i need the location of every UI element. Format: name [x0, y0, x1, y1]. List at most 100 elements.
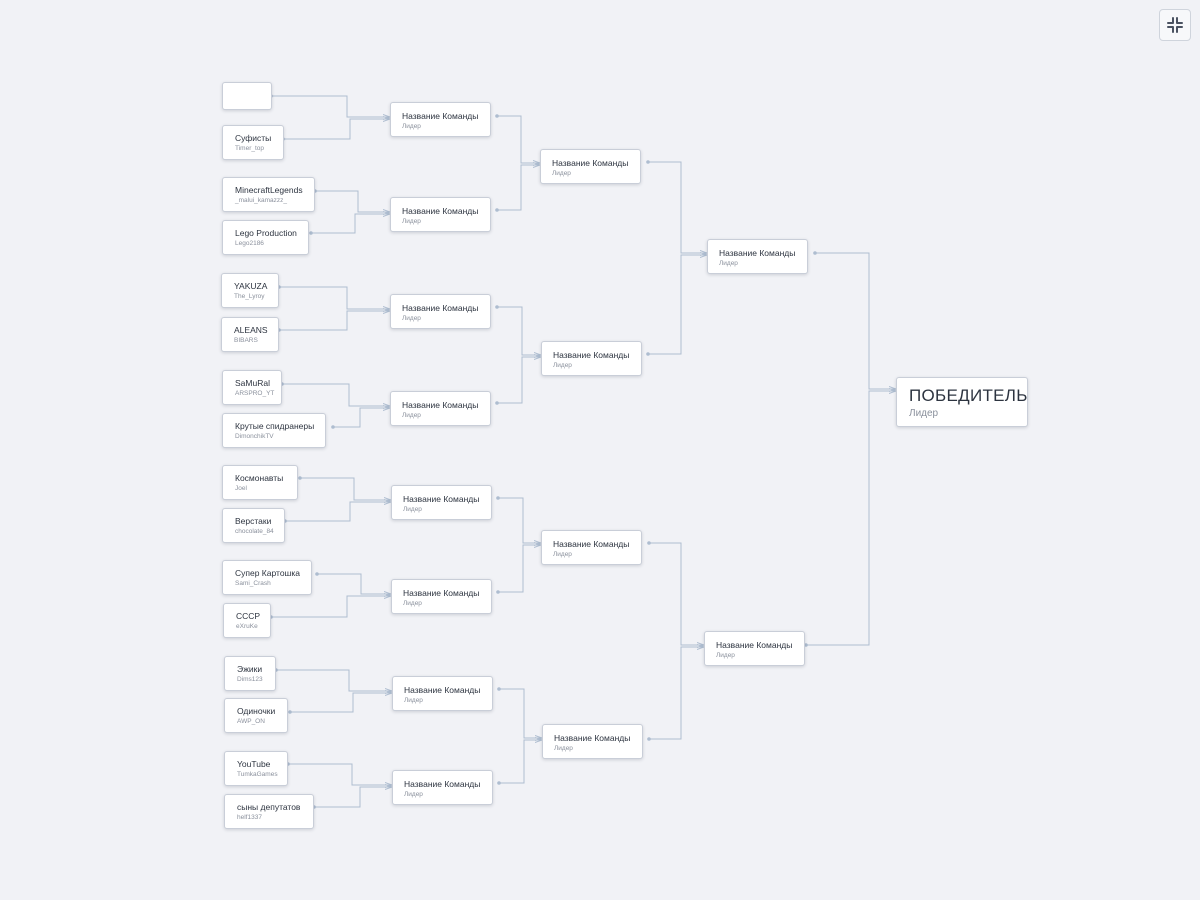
match-team-leader: Лидер: [554, 745, 573, 752]
match-card[interactable]: Название Команды Лидер: [390, 294, 491, 329]
team-card[interactable]: СССР eXruKe: [223, 603, 271, 638]
bracket-connector: [649, 647, 704, 740]
match-team-leader: Лидер: [404, 697, 423, 704]
bracket-connector: [648, 161, 707, 253]
bracket-connector: [499, 740, 542, 784]
team-card[interactable]: SaMuRal ARSPRO_YT: [222, 370, 282, 405]
team-card[interactable]: ALEANS BIBARS: [221, 317, 279, 352]
team-card[interactable]: YAKUZA The_Lyroy: [221, 273, 279, 308]
bracket-connector: [300, 477, 391, 500]
match-team-name: Название Команды: [553, 539, 630, 549]
connector-dot: [496, 590, 500, 594]
bracket-connector: [806, 391, 896, 646]
bracket-connector: [648, 255, 707, 355]
team-card[interactable]: MinecraftLegends _malui_kamazzz_: [222, 177, 315, 212]
match-team-name: Название Команды: [402, 111, 479, 121]
team-leader: _malui_kamazzz_: [235, 197, 288, 204]
bracket-connector: [499, 688, 542, 738]
team-name: Верстаки: [235, 516, 272, 526]
team-card[interactable]: Lego Production Lego2186: [222, 220, 309, 255]
team-leader: TumkaGames: [237, 771, 278, 778]
team-leader: DimonchikTV: [235, 433, 274, 440]
connector-dot: [646, 160, 650, 164]
bracket-connector: [282, 383, 390, 406]
winner-title: ПОБЕДИТЕЛЬ: [909, 386, 1028, 405]
winner-card[interactable]: ПОБЕДИТЕЛЬ Лидер: [896, 377, 1028, 427]
match-team-leader: Лидер: [404, 791, 423, 798]
connector-dot: [813, 251, 817, 255]
team-name: SaMuRal: [235, 378, 270, 388]
match-card[interactable]: Название Команды Лидер: [391, 579, 492, 614]
match-card[interactable]: Название Команды Лидер: [540, 149, 641, 184]
bracket-connector: [271, 596, 391, 618]
bracket-connector: [497, 357, 541, 404]
team-leader: BIBARS: [234, 337, 258, 344]
team-name: YouTube: [237, 759, 271, 769]
connector-dot: [309, 231, 313, 235]
team-leader: Joel: [235, 485, 247, 492]
team-card[interactable]: Суфисты Timer_top: [222, 125, 284, 160]
team-card[interactable]: Одиночки AWP_ON: [224, 698, 288, 733]
team-name: Эжики: [237, 664, 263, 674]
match-team-leader: Лидер: [402, 412, 421, 419]
team-card[interactable]: сыны депутатов helf1337: [224, 794, 314, 829]
match-team-leader: Лидер: [403, 506, 422, 513]
match-team-name: Название Команды: [403, 494, 480, 504]
bracket-connector: [279, 311, 390, 331]
connector-dot: [495, 114, 499, 118]
team-card[interactable]: Космонавты Joel: [222, 465, 298, 500]
collapse-button[interactable]: [1159, 9, 1191, 41]
match-team-leader: Лидер: [719, 260, 738, 267]
match-team-name: Название Команды: [716, 640, 793, 650]
match-card[interactable]: Название Команды Лидер: [541, 341, 642, 376]
team-card[interactable]: Верстаки chocolate_84: [222, 508, 285, 543]
connector-dot: [497, 687, 501, 691]
team-card[interactable]: Крутые спидранеры DimonchikTV: [222, 413, 326, 448]
match-card[interactable]: Название Команды Лидер: [391, 485, 492, 520]
match-team-name: Название Команды: [402, 303, 479, 313]
connector-dot: [315, 572, 319, 576]
team-leader: Lego2186: [235, 240, 264, 247]
bracket-connector: [497, 115, 540, 163]
team-leader: ARSPRO_YT: [235, 390, 275, 397]
team-name: Крутые спидранеры: [235, 421, 315, 431]
connector-dot: [331, 425, 335, 429]
match-card[interactable]: Название Команды Лидер: [704, 631, 805, 666]
match-team-leader: Лидер: [402, 315, 421, 322]
bracket-connector: [276, 669, 392, 691]
team-card[interactable]: Эжики Dims123: [224, 656, 276, 691]
connector-dot: [495, 208, 499, 212]
bracket-connector: [279, 286, 390, 309]
team-name: YAKUZA: [234, 281, 268, 291]
match-card[interactable]: Название Команды Лидер: [541, 530, 642, 565]
team-card[interactable]: YouTube TumkaGames: [224, 751, 288, 786]
bracket-connector: [285, 502, 391, 522]
match-card[interactable]: Название Команды Лидер: [542, 724, 643, 759]
match-card[interactable]: Название Команды Лидер: [392, 676, 493, 711]
team-name: Суфисты: [235, 133, 272, 143]
match-team-name: Название Команды: [719, 248, 796, 258]
team-name: сыны депутатов: [237, 802, 301, 812]
match-card[interactable]: Название Команды Лидер: [390, 197, 491, 232]
bracket-connector: [498, 545, 541, 593]
bracket-connector: [815, 252, 896, 389]
team-name: Lego Production: [235, 228, 297, 238]
bracket-connector: [317, 573, 391, 594]
match-card[interactable]: Название Команды Лидер: [707, 239, 808, 274]
match-team-name: Название Команды: [402, 206, 479, 216]
connector-dot: [647, 541, 651, 545]
bracket-connector: [314, 787, 392, 808]
bracket-connector: [497, 306, 541, 355]
match-card[interactable]: Название Команды Лидер: [392, 770, 493, 805]
connector-dot: [298, 476, 302, 480]
match-card[interactable]: Название Команды Лидер: [390, 391, 491, 426]
team-name: СССР: [236, 611, 261, 621]
team-card[interactable]: Супер Картошка Sami_Crash: [222, 560, 312, 595]
match-card[interactable]: Название Команды Лидер: [390, 102, 491, 137]
collapse-arrows-icon: [1167, 17, 1183, 33]
match-team-name: Название Команды: [403, 588, 480, 598]
team-card[interactable]: [222, 82, 272, 110]
bracket-connector: [497, 165, 540, 211]
match-team-leader: Лидер: [402, 218, 421, 225]
